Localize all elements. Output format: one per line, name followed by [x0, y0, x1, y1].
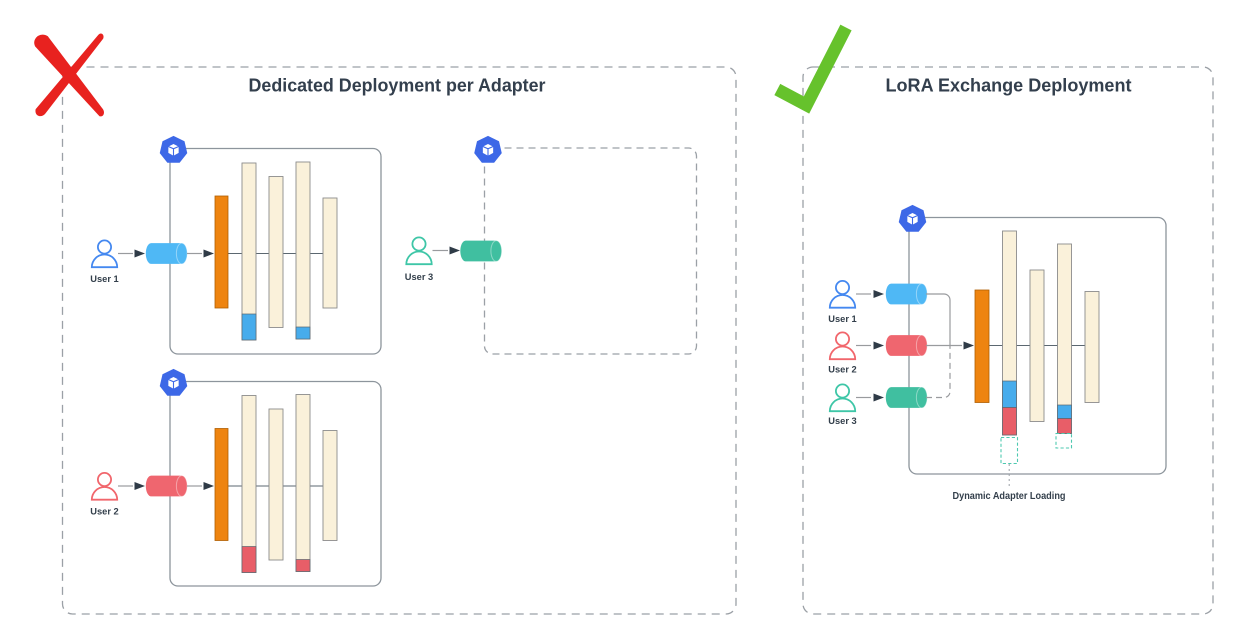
svg-text:Dedicated Deployment per Adapt: Dedicated Deployment per Adapter: [249, 75, 546, 96]
svg-text:Dynamic Adapter Loading: Dynamic Adapter Loading: [953, 491, 1066, 502]
svg-text:User 3: User 3: [828, 416, 856, 426]
svg-text:User 1: User 1: [90, 274, 118, 284]
svg-text:User 2: User 2: [90, 507, 118, 517]
svg-text:User 2: User 2: [828, 365, 856, 375]
svg-text:LoRA Exchange Deployment: LoRA Exchange Deployment: [886, 75, 1132, 96]
svg-text:User 3: User 3: [405, 272, 433, 282]
svg-text:User 1: User 1: [828, 314, 856, 324]
